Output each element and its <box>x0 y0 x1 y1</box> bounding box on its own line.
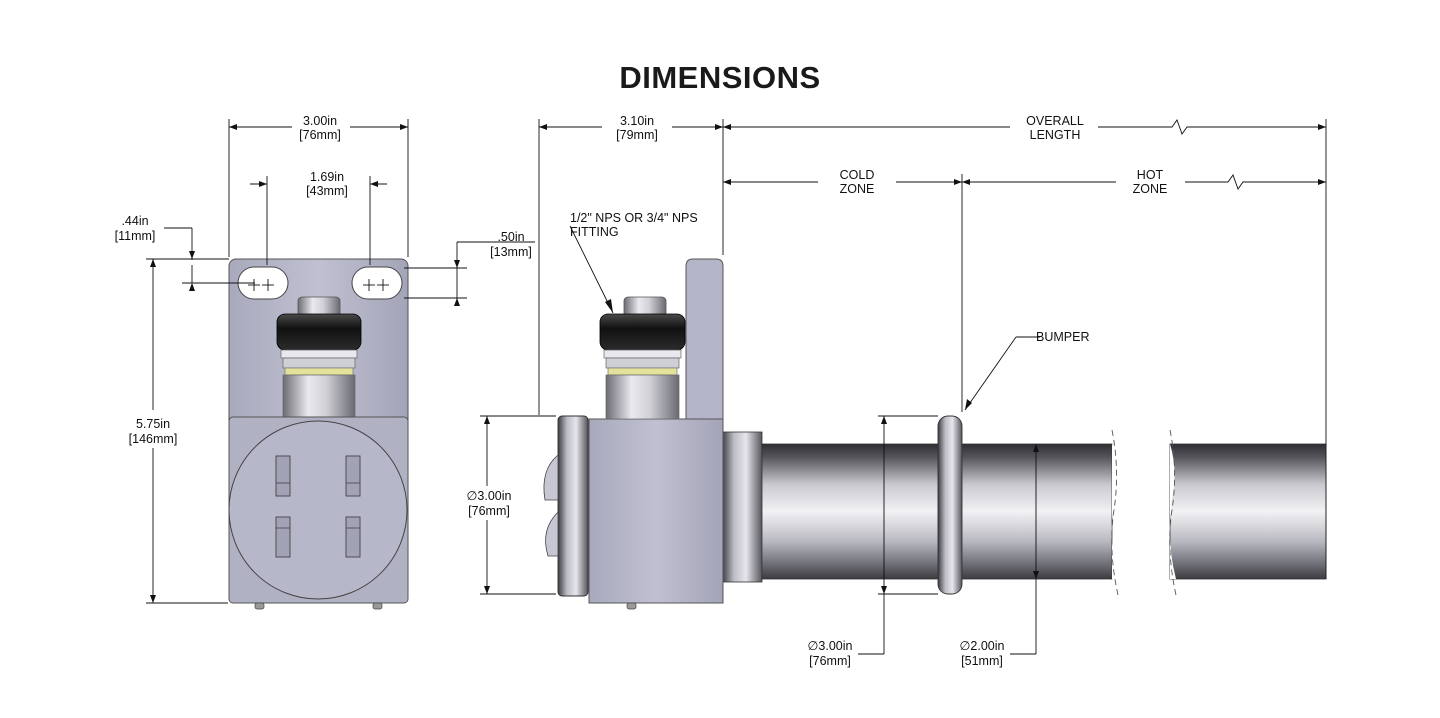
hole-offset-mm: [11mm] <box>115 229 156 243</box>
bumper-diameter-mm: [76mm] <box>809 654 851 668</box>
bumper-diameter-in: ∅3.00in <box>808 639 853 653</box>
fitting-label-line1: 1/2" NPS OR 3/4" NPS <box>570 211 698 225</box>
cold-zone-line1: COLD <box>840 168 875 182</box>
cold-zone-line2: ZONE <box>840 182 875 196</box>
hole-spacing-mm: [43mm] <box>306 184 348 198</box>
hole-spacing-in: 1.69in <box>310 170 344 184</box>
tube-diameter-in: ∅2.00in <box>960 639 1005 653</box>
sheath-tube-hot <box>1169 443 1327 580</box>
page-title: DIMENSIONS <box>619 60 821 95</box>
bumper <box>937 415 963 595</box>
bracket-height-mm: [13mm] <box>490 245 532 259</box>
head-diameter-mm: [76mm] <box>468 504 510 518</box>
side-view: 3.10in [79mm] OVERALL LENGTH COLD ZONE H… <box>404 114 1327 668</box>
side-fitting-cap <box>599 313 686 351</box>
bumper-label: BUMPER <box>1036 330 1089 344</box>
front-height-mm: [146mm] <box>129 432 178 446</box>
hot-zone-line1: HOT <box>1137 168 1164 182</box>
front-height-in: 5.75in <box>136 417 170 431</box>
mounting-bracket <box>685 258 724 420</box>
mounting-slot-right <box>351 266 403 300</box>
side-body <box>588 418 724 604</box>
head-flange <box>557 415 589 597</box>
terminal-cover <box>228 420 408 600</box>
bracket-height-in: .50in <box>497 230 524 244</box>
tube-diameter-mm: [51mm] <box>961 654 1003 668</box>
front-width-mm: [76mm] <box>299 128 341 142</box>
sheath-tube-cold <box>759 443 1113 580</box>
head-length-in: 3.10in <box>620 114 654 128</box>
fitting-label-line2: FITTING <box>570 225 619 239</box>
front-view: 3.00in [76mm] 1.69in [43mm] .44in [11mm]… <box>115 114 409 610</box>
head-diameter-in: ∅3.00in <box>467 489 512 503</box>
hole-offset-in: .44in <box>121 214 148 228</box>
overall-length-line2: LENGTH <box>1030 128 1081 142</box>
overall-length-line1: OVERALL <box>1026 114 1084 128</box>
fitting-cap <box>276 313 362 351</box>
hot-zone-line2: ZONE <box>1133 182 1168 196</box>
front-width-in: 3.00in <box>303 114 337 128</box>
head-length-mm: [79mm] <box>616 128 658 142</box>
